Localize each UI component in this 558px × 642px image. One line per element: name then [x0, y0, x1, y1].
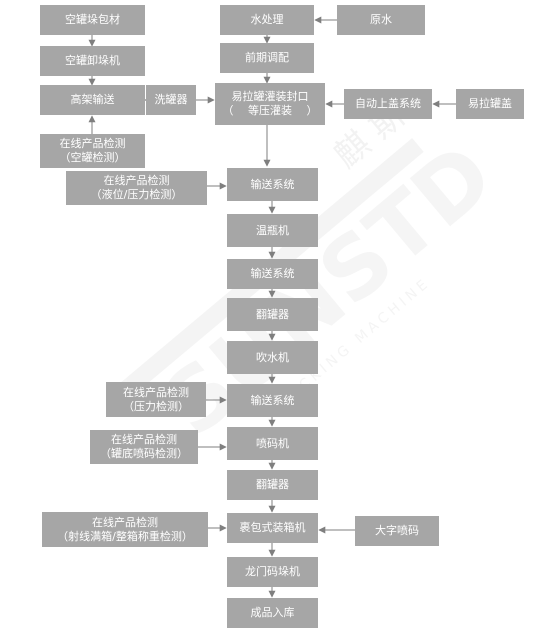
node-empty-can-unstacker: 空罐卸垛机 [40, 46, 145, 76]
node-inline-check-weight: 在线产品检测 （射线满箱/整箱称重检测） [42, 512, 208, 547]
node-can-lid: 易拉罐盖 [456, 89, 524, 119]
node-can-inverter-2: 翻罐器 [227, 470, 318, 500]
node-inkjet-printer: 喷码机 [227, 427, 318, 460]
node-inline-check-pressure: 在线产品检测 （压力检测） [106, 382, 206, 417]
node-elevated-conveyor: 高架输送 [40, 85, 145, 115]
node-inline-check-empty: 在线产品检测 （空罐检测） [40, 134, 145, 168]
node-wrap-case-packer: 裹包式装箱机 [227, 513, 318, 543]
node-conveyor-1: 输送系统 [227, 168, 318, 201]
node-pre-blending: 前期调配 [220, 43, 314, 73]
node-water-treatment: 水处理 [220, 5, 314, 35]
node-warmer: 温瓶机 [227, 214, 318, 247]
node-warehouse: 成品入库 [227, 598, 318, 628]
node-filling-sealing: 易拉罐灌装封口 （ 等压灌装 ） [215, 83, 325, 125]
node-can-inverter-1: 翻罐器 [227, 298, 318, 331]
node-conveyor-2: 输送系统 [227, 259, 318, 289]
node-inline-check-level: 在线产品检测 （液位/压力检测） [66, 171, 207, 205]
node-auto-lid-system: 自动上盖系统 [344, 89, 432, 119]
node-blower: 吹水机 [227, 341, 318, 374]
node-conveyor-3: 输送系统 [227, 384, 318, 417]
node-empty-can-stack: 空罐垛包材 [40, 5, 145, 35]
node-inline-check-code: 在线产品检测 （罐底喷码检测） [90, 430, 198, 464]
node-raw-water: 原水 [337, 5, 425, 35]
node-gantry-palletizer: 龙门码垛机 [227, 557, 318, 587]
node-can-washer: 洗罐器 [146, 85, 196, 115]
node-large-char-inkjet: 大字喷码 [355, 516, 439, 546]
